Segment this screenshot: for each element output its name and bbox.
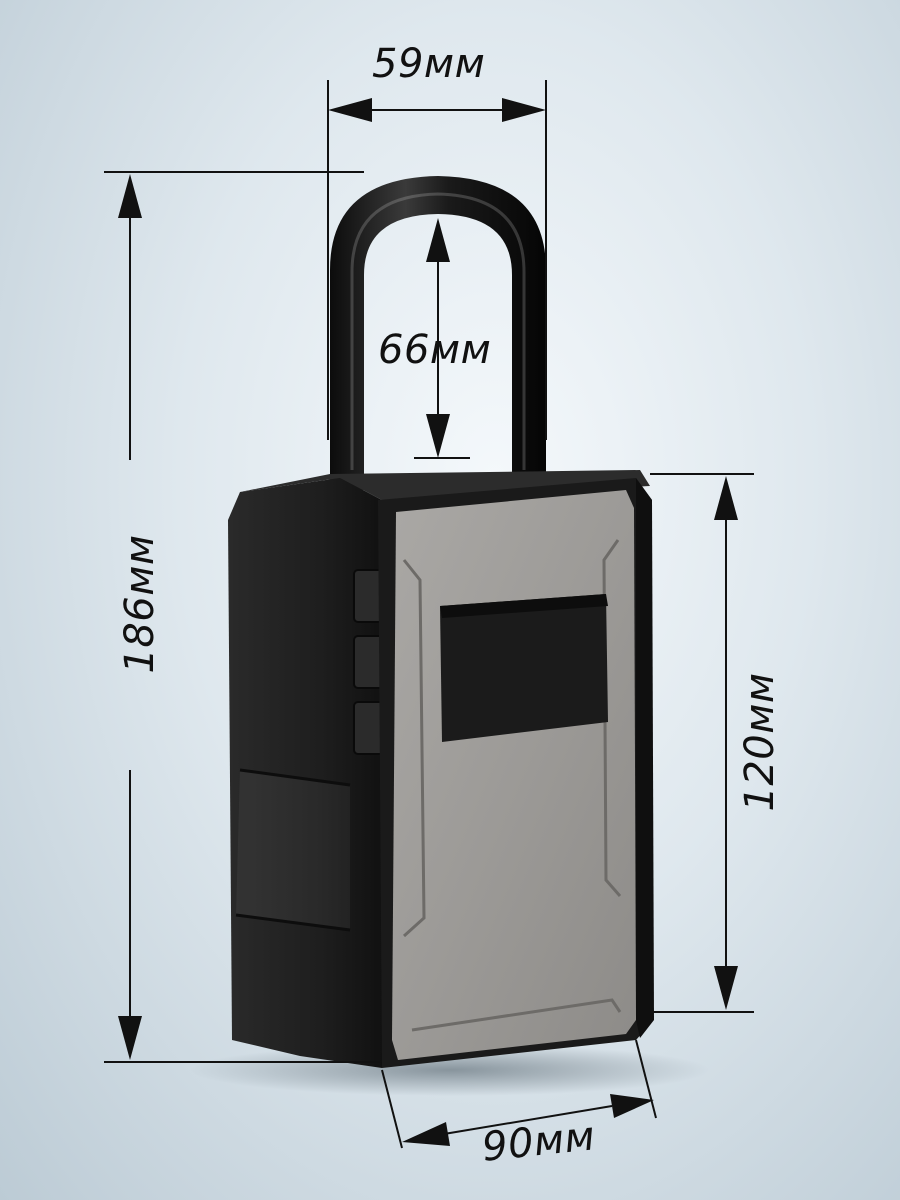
body-dimension-label: 120мм xyxy=(737,672,783,812)
display-window-ledge xyxy=(440,594,608,618)
dimension-lines xyxy=(104,80,754,1149)
lock-body-side-bevel xyxy=(236,770,350,930)
front-cover-bottom-groove xyxy=(411,998,622,1032)
depth-dimension-label: 90мм xyxy=(479,1113,598,1171)
shackle-dimension-label: 66мм xyxy=(378,327,492,373)
shackle-highlight xyxy=(350,192,526,470)
width-dimension-label: 59мм xyxy=(372,41,486,87)
height-dimension-label: 186мм xyxy=(117,534,163,674)
shackle xyxy=(330,176,546,490)
lock-body-right-edge xyxy=(636,478,654,1038)
bevel-line xyxy=(235,913,351,932)
display-window xyxy=(440,594,608,742)
bevel-line xyxy=(239,768,351,787)
dimension-arrows xyxy=(118,98,738,1146)
front-cover-panel xyxy=(392,490,636,1060)
lock-body-top xyxy=(240,470,650,500)
